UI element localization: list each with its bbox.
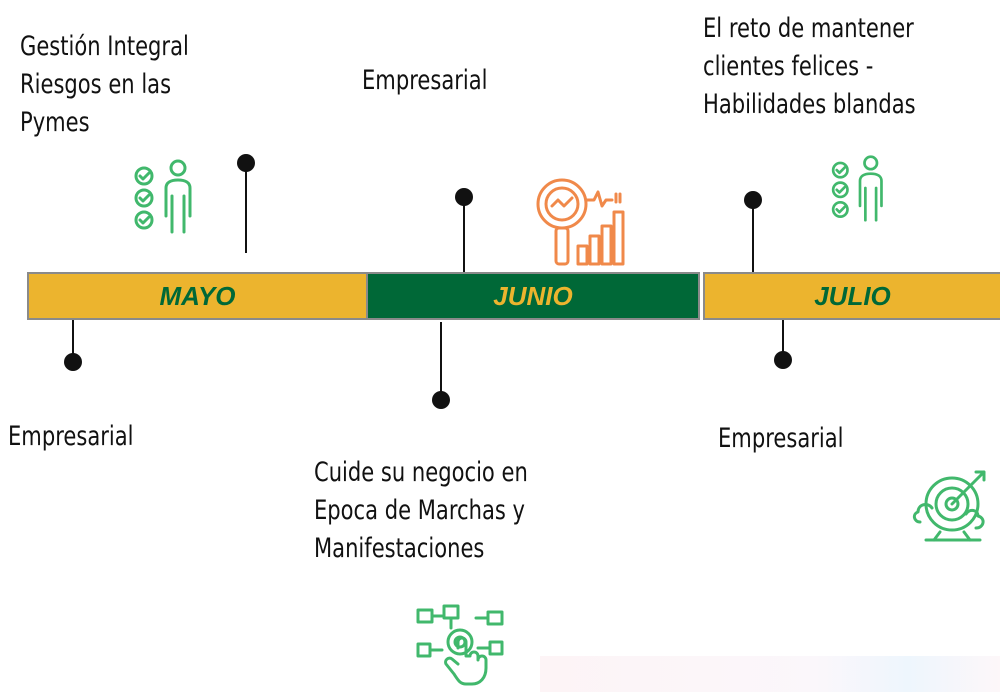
timeline-segment-may: MAYO <box>27 272 368 320</box>
event-line: Empresarial <box>362 65 488 96</box>
event-line: Habilidades blandas <box>703 89 916 120</box>
target-arrow-icon <box>912 470 986 542</box>
event-line: Empresarial <box>8 421 134 452</box>
connector-june-top <box>463 199 465 272</box>
month-label-june: JUNIO <box>493 280 573 311</box>
connector-june-bottom <box>440 322 442 400</box>
event-line: Gestión Integral <box>20 31 189 62</box>
event-line: Manifestaciones <box>314 533 485 564</box>
connector-may-top <box>245 165 247 253</box>
connector-july-top <box>752 200 754 276</box>
connector-july-bottom <box>782 320 784 360</box>
event-july-bottom-title: Empresarial <box>718 420 843 458</box>
event-line: Pymes <box>20 107 90 138</box>
event-line: Epoca de Marchas y <box>314 495 526 526</box>
month-label-july: JULIO <box>814 280 891 311</box>
connector-dot-july-bottom <box>774 351 792 369</box>
connector-dot-may-top <box>237 154 255 172</box>
connector-dot-july-top <box>744 191 762 209</box>
timeline-segment-june: JUNIO <box>366 272 700 320</box>
connector-dot-may-bottom <box>64 353 82 371</box>
event-may-bottom-title: Empresarial <box>8 418 133 456</box>
event-line: Cuide su negocio en <box>314 457 528 488</box>
network-touch-icon <box>416 604 504 686</box>
event-line: Empresarial <box>718 423 844 454</box>
event-line: clientes felices - <box>703 51 874 82</box>
checklist-person-icon <box>831 155 883 222</box>
event-june-top-title: Empresarial <box>362 62 487 100</box>
event-june-bottom-title: Cuide su negocio en Epoca de Marchas y M… <box>314 454 528 568</box>
timeline-segment-july: JULIO <box>703 272 1000 320</box>
event-line: El reto de mantener <box>703 13 914 44</box>
event-july-top-title: El reto de mantener clientes felices - H… <box>703 10 916 124</box>
background-wash <box>540 656 1000 692</box>
connector-dot-june-top <box>455 188 473 206</box>
event-line: Riesgos en las <box>20 69 172 100</box>
event-may-top-title: Gestión Integral Riesgos en las Pymes <box>20 28 189 142</box>
month-label-may: MAYO <box>159 280 236 311</box>
connector-may-bottom <box>72 320 74 362</box>
magnifier-chart-icon <box>536 178 625 266</box>
checklist-person-icon <box>134 159 192 234</box>
connector-dot-june-bottom <box>432 391 450 409</box>
